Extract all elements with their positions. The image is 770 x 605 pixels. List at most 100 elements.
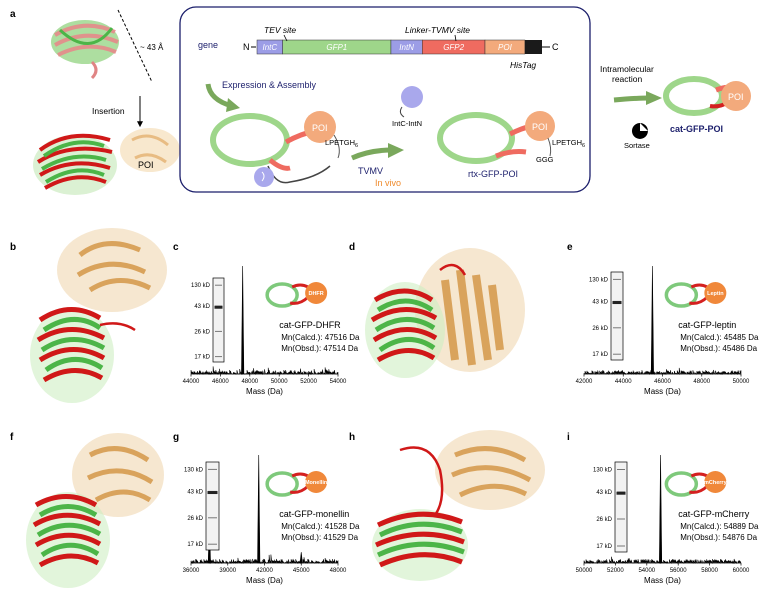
sds-gel-lane [610, 271, 624, 361]
sortase-label: Sortase [624, 141, 650, 150]
poi-structure-label: POI [138, 160, 154, 170]
intein-tail [399, 106, 405, 118]
gel-marker-label: 43 kD [187, 489, 203, 495]
mass-obsd: Mn(Obsd.): 45486 Da [680, 344, 757, 353]
rtx-cartoon [437, 111, 555, 164]
gene-segment-label: IntC [262, 43, 277, 52]
spectrum-noise [190, 366, 339, 376]
cat-cartoon [663, 76, 751, 116]
lpetgh-label-rtx: LPETGH6 [552, 138, 585, 149]
gfp-ring-icon [265, 471, 299, 497]
poi-node-label: Monellin [305, 480, 328, 486]
poi-node-label: DHFR [308, 291, 323, 297]
gel-marker-label: 130 kD [589, 277, 609, 283]
gel-product-band [207, 491, 218, 495]
tev-site-label: TEV site [264, 25, 296, 35]
tvmv-arrow [350, 147, 393, 161]
intramolecular-label-1: Intramolecular [600, 64, 654, 74]
gene-segment-label: GFP2 [443, 43, 464, 52]
intc-intn-label: IntC-IntN [392, 119, 422, 128]
x-tick-label: 46000 [212, 379, 229, 385]
structure-d [365, 248, 525, 378]
poi-node [305, 471, 328, 493]
x-tick-label: 45000 [293, 568, 310, 574]
mass-calcd: Mn(Calcd.): 45485 Da [680, 333, 759, 342]
mass-obsd: Mn(Obsd.): 47514 Da [281, 344, 358, 353]
panel-label-f: f [10, 432, 14, 443]
linker-site-pointer [454, 34, 457, 42]
x-tick-label: 52000 [300, 379, 317, 385]
structure-b [30, 228, 167, 403]
x-tick-label: 42000 [256, 568, 273, 574]
gel-marker-label: 17 kD [592, 352, 608, 358]
poi-node-label: Leptin [707, 291, 724, 297]
gene-segment-histag [524, 40, 542, 54]
gel-product-band [214, 305, 223, 309]
x-tick-label: 48000 [241, 379, 258, 385]
sds-gel-lane [614, 461, 628, 553]
panel-label-e: e [567, 242, 573, 253]
spectrum-peak [257, 454, 261, 564]
x-tick-label: 44000 [183, 379, 200, 385]
gel-marker-label: 43 kD [194, 304, 210, 310]
gel-marker-label: 17 kD [596, 544, 612, 550]
gel-marker-label: 130 kD [184, 467, 204, 473]
x-tick-label: 50000 [576, 568, 593, 574]
spectrum-peak [241, 265, 245, 375]
linker-red-bottom [689, 484, 709, 494]
x-tick-label: 48000 [693, 379, 710, 385]
mass-calcd: Mn(Calcd.): 41528 Da [281, 522, 360, 531]
cat-label: cat-GFP-POI [670, 124, 723, 134]
insertion-label: Insertion [92, 106, 125, 116]
gfp-ring-icon [664, 471, 699, 497]
x-tick-label: 60000 [733, 568, 750, 574]
x-tick-label: 50000 [271, 379, 288, 385]
x-axis-title: Mass (Da) [246, 576, 283, 585]
spectrum-peak [659, 454, 663, 564]
gel-marker-label: 26 kD [592, 326, 608, 332]
structure-h [372, 430, 545, 581]
gel-marker-label: 130 kD [593, 468, 613, 474]
protein-name: cat-GFP-leptin [678, 320, 736, 330]
poi-node-precursor: POI [312, 123, 328, 133]
x-tick-label: 54000 [330, 379, 347, 385]
sds-gel-lane [205, 461, 220, 551]
panel-label-d: d [349, 242, 355, 253]
c-terminus: C [552, 42, 559, 52]
sortase-icon-notch [640, 123, 648, 131]
panel-label-c: c [173, 242, 179, 253]
tvmv-arrowhead [388, 143, 404, 158]
poi-node-label: mCherry [704, 480, 728, 486]
mass-obsd: Mn(Obsd.): 54876 Da [680, 533, 757, 542]
gel-marker-label: 130 kD [191, 283, 211, 289]
panel-label-b: b [10, 242, 16, 253]
intein-node [401, 86, 423, 108]
gene-segment-label: POI [498, 43, 513, 52]
gel-product-band [612, 301, 622, 305]
spectrum-peak [299, 552, 303, 564]
gel-marker-label: 17 kD [194, 355, 210, 361]
x-tick-label: 58000 [701, 568, 718, 574]
gel-marker-label: 26 kD [187, 516, 203, 522]
spectrum-noise [583, 556, 742, 565]
tev-site-pointer [283, 34, 288, 42]
expression-assembly-label: Expression & Assembly [222, 80, 317, 90]
sds-gel-lane [212, 277, 225, 363]
panel-label-i: i [567, 432, 570, 443]
mass-calcd: Mn(Calcd.): 54889 Da [680, 522, 759, 531]
tvmv-label: TVMV [358, 166, 383, 176]
panel-label-g: g [173, 432, 179, 443]
linker-red-bottom [689, 295, 709, 305]
x-tick-label: 36000 [183, 568, 200, 574]
linker-red-bottom [289, 295, 310, 305]
gel-marker-label: 17 kD [187, 542, 203, 548]
intramolecular-label-2: reaction [612, 74, 643, 84]
protein-name: cat-GFP-monellin [279, 509, 349, 519]
x-tick-label: 50000 [733, 379, 750, 385]
protein-name: cat-GFP-mCherry [678, 509, 750, 519]
poi-node [704, 471, 727, 493]
linker-red-top [690, 283, 709, 289]
